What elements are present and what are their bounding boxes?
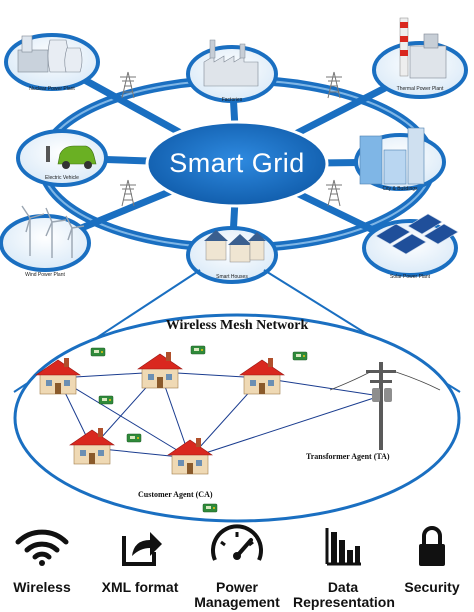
node-label-nuclear: Nuclear Power Plant — [29, 86, 75, 92]
transformer-pole-icon — [329, 362, 441, 450]
factory-icon — [203, 39, 259, 87]
node-smart-houses — [186, 226, 278, 284]
smart-grid-title: Smart Grid — [169, 148, 305, 178]
node-nuclear-power-plant — [4, 33, 100, 91]
legend-security: Security — [382, 576, 474, 595]
wind-turbine-icon — [21, 205, 85, 258]
node-label-solar: Solar Power Plant — [389, 274, 431, 280]
nuclear-plant-icon — [17, 35, 83, 73]
legend-data-representation: Data Representation — [293, 576, 395, 610]
thermal-plant-icon — [399, 17, 447, 79]
node-label-thermal: Thermal Power Plant — [396, 86, 444, 92]
wifi-icon — [15, 529, 69, 566]
electric-car-icon — [46, 145, 97, 169]
smart-grid-hub — [145, 120, 329, 208]
node-factories — [186, 39, 278, 103]
houses-icon — [204, 230, 266, 263]
smart-meter-icon — [202, 503, 218, 513]
node-label-city: City & Buildings — [382, 186, 418, 192]
speedometer-icon — [211, 524, 263, 561]
node-solar-power-plant — [362, 213, 459, 277]
legend-label: Security — [404, 579, 460, 595]
node-label-factories: Factories — [221, 97, 243, 103]
node-wind-power-plant — [0, 205, 91, 272]
solar-panel-icon — [375, 213, 459, 255]
mesh-network-title: Wireless Mesh Network — [165, 318, 309, 333]
node-city-and-buildings — [354, 127, 446, 191]
node-label-wind: Wind Power Plant — [25, 272, 65, 278]
buildings-icon — [359, 127, 425, 185]
smart-meter-icon — [190, 345, 206, 355]
smart-meter-icon — [126, 433, 142, 443]
node-label-ev: Electric Vehicle — [45, 175, 79, 181]
legend-label: XML format — [101, 579, 179, 595]
smart-meter-icon — [98, 395, 114, 405]
legend-label: Power Management — [194, 579, 280, 610]
share-arrow-icon — [122, 532, 162, 566]
mesh-network-ellipse — [13, 313, 461, 523]
lock-icon — [419, 526, 445, 566]
legend-xml-format: XML format — [90, 576, 190, 595]
transformer-agent-label: Transformer Agent (TA) — [306, 452, 390, 461]
node-label-houses: Smart Houses — [216, 274, 248, 280]
transmission-tower-icon — [119, 179, 137, 207]
legend-power-management: Power Management — [187, 576, 287, 610]
customer-agent-label: Customer Agent (CA) — [138, 490, 213, 499]
node-electric-vehicle — [16, 129, 108, 187]
bar-chart-icon — [325, 528, 361, 566]
legend-label: Data Representation — [293, 579, 395, 610]
transmission-tower-icon — [325, 179, 343, 207]
smart-meter-icon — [292, 351, 308, 361]
smart-meter-icon — [90, 347, 106, 357]
node-thermal-power-plant — [372, 17, 468, 99]
legend-wireless: Wireless — [0, 576, 92, 595]
legend-label: Wireless — [13, 579, 71, 595]
